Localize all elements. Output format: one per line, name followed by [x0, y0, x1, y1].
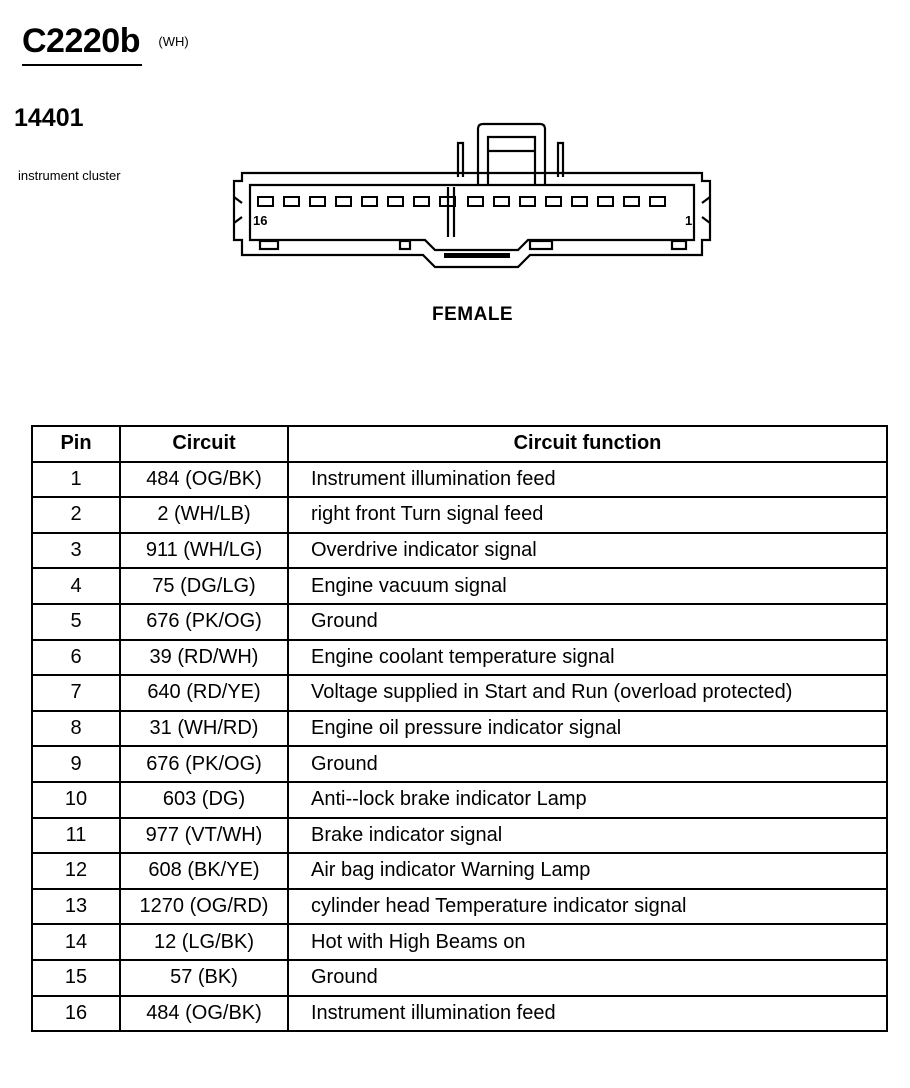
circuit-cell: 484 (OG/BK): [119, 994, 289, 1033]
pin-label-right: 1: [685, 213, 692, 228]
function-cell: right front Turn signal feed: [287, 496, 888, 534]
pin-cavity: [467, 196, 484, 207]
circuit-cell: 484 (OG/BK): [119, 460, 289, 499]
pin-cell: 6: [31, 638, 121, 677]
function-cell: Overdrive indicator signal: [287, 531, 888, 570]
pin-cavity: [309, 196, 326, 207]
circuit-cell: 911 (WH/LG): [119, 531, 289, 570]
function-cell: Engine vacuum signal: [287, 567, 888, 605]
connector-color-code: (WH): [158, 34, 189, 49]
circuit-cell: 676 (PK/OG): [119, 602, 289, 641]
component-name: instrument cluster: [18, 168, 121, 183]
connector-id: C2220b: [22, 22, 140, 60]
circuit-cell: 12 (LG/BK): [119, 923, 289, 961]
circuit-cell: 1270 (OG/RD): [119, 887, 289, 926]
function-cell: Hot with High Beams on: [287, 923, 888, 961]
circuit-cell: 608 (BK/YE): [119, 852, 289, 890]
function-cell: Instrument illumination feed: [287, 994, 888, 1033]
pin-cavities: [257, 196, 666, 207]
pin-cell: 11: [31, 816, 121, 855]
circuit-cell: 57 (BK): [119, 958, 289, 997]
pin-cavity: [335, 196, 352, 207]
pin-cell: 4: [31, 567, 121, 605]
circuit-cell: 31 (WH/RD): [119, 709, 289, 748]
header-pin: Pin: [31, 425, 121, 463]
function-cell: Air bag indicator Warning Lamp: [287, 852, 888, 890]
part-number: 14401: [14, 104, 84, 132]
pin-cell: 3: [31, 531, 121, 570]
circuit-cell: 640 (RD/YE): [119, 674, 289, 712]
pin-cavity: [387, 196, 404, 207]
circuit-cell: 676 (PK/OG): [119, 745, 289, 783]
function-cell: cylinder head Temperature indicator sign…: [287, 887, 888, 926]
pin-label-left: 16: [253, 213, 267, 228]
function-cell: Ground: [287, 745, 888, 783]
function-cell: Engine oil pressure indicator signal: [287, 709, 888, 748]
pin-cavity: [493, 196, 510, 207]
pin-cavity: [519, 196, 536, 207]
circuit-cell: 75 (DG/LG): [119, 567, 289, 605]
title-block: C2220b (WH): [22, 22, 189, 61]
pin-cavity: [649, 196, 666, 207]
pin-cell: 7: [31, 674, 121, 712]
title-underline: [22, 64, 142, 66]
connector-gender: FEMALE: [432, 304, 514, 325]
pin-cavity: [439, 196, 456, 207]
function-cell: Voltage supplied in Start and Run (overl…: [287, 674, 888, 712]
pin-cavity: [283, 196, 300, 207]
pin-cell: 10: [31, 780, 121, 819]
circuit-cell: 2 (WH/LB): [119, 496, 289, 534]
pin-cell: 8: [31, 709, 121, 748]
pin-cavity: [571, 196, 588, 207]
table-header-row: Pin Circuit Circuit function: [31, 425, 888, 463]
connector-face-diagram: 16 1: [232, 122, 712, 269]
pin-cell: 16: [31, 994, 121, 1033]
pin-cavity: [545, 196, 562, 207]
function-cell: Ground: [287, 958, 888, 997]
pin-cavity: [361, 196, 378, 207]
header-circuit-function: Circuit function: [287, 425, 888, 463]
pin-cavity: [597, 196, 614, 207]
pin-cavity: [257, 196, 274, 207]
circuit-cell: 603 (DG): [119, 780, 289, 819]
header-circuit: Circuit: [119, 425, 289, 463]
function-cell: Engine coolant temperature signal: [287, 638, 888, 677]
circuit-cell: 39 (RD/WH): [119, 638, 289, 677]
pin-cavity: [623, 196, 640, 207]
function-cell: Anti--lock brake indicator Lamp: [287, 780, 888, 819]
function-cell: Instrument illumination feed: [287, 460, 888, 499]
pin-cell: 15: [31, 958, 121, 997]
pin-cell: 14: [31, 923, 121, 961]
pin-cell: 2: [31, 496, 121, 534]
pin-cell: 1: [31, 460, 121, 499]
pin-cell: 13: [31, 887, 121, 926]
pin-cell: 5: [31, 602, 121, 641]
circuit-cell: 977 (VT/WH): [119, 816, 289, 855]
pin-cavity: [413, 196, 430, 207]
function-cell: Ground: [287, 602, 888, 641]
function-cell: Brake indicator signal: [287, 816, 888, 855]
pin-cell: 12: [31, 852, 121, 890]
pin-cell: 9: [31, 745, 121, 783]
